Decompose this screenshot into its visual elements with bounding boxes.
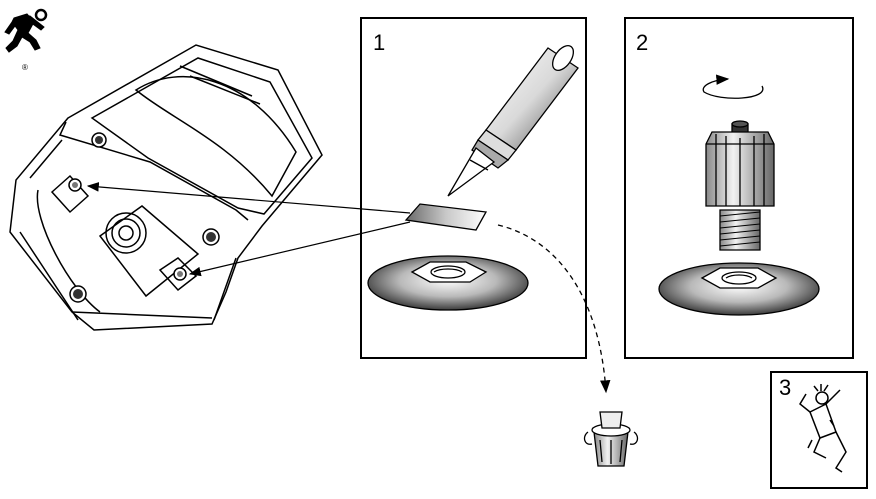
hobby-knife-icon — [448, 42, 578, 196]
tape-strip-icon — [406, 204, 486, 230]
dancing-man-icon — [800, 384, 846, 472]
running-man-logo-icon — [5, 10, 46, 52]
rotate-arrow-icon — [703, 79, 763, 98]
registered-mark: ® — [22, 63, 28, 72]
trash-can-icon — [585, 412, 638, 466]
speaker-bottom-icon — [10, 45, 322, 330]
threaded-insert-nut-icon — [368, 256, 528, 310]
step-2-nut-disc — [659, 263, 819, 315]
threaded-stud-icon — [706, 121, 774, 250]
discard-path-arrow — [498, 225, 606, 392]
